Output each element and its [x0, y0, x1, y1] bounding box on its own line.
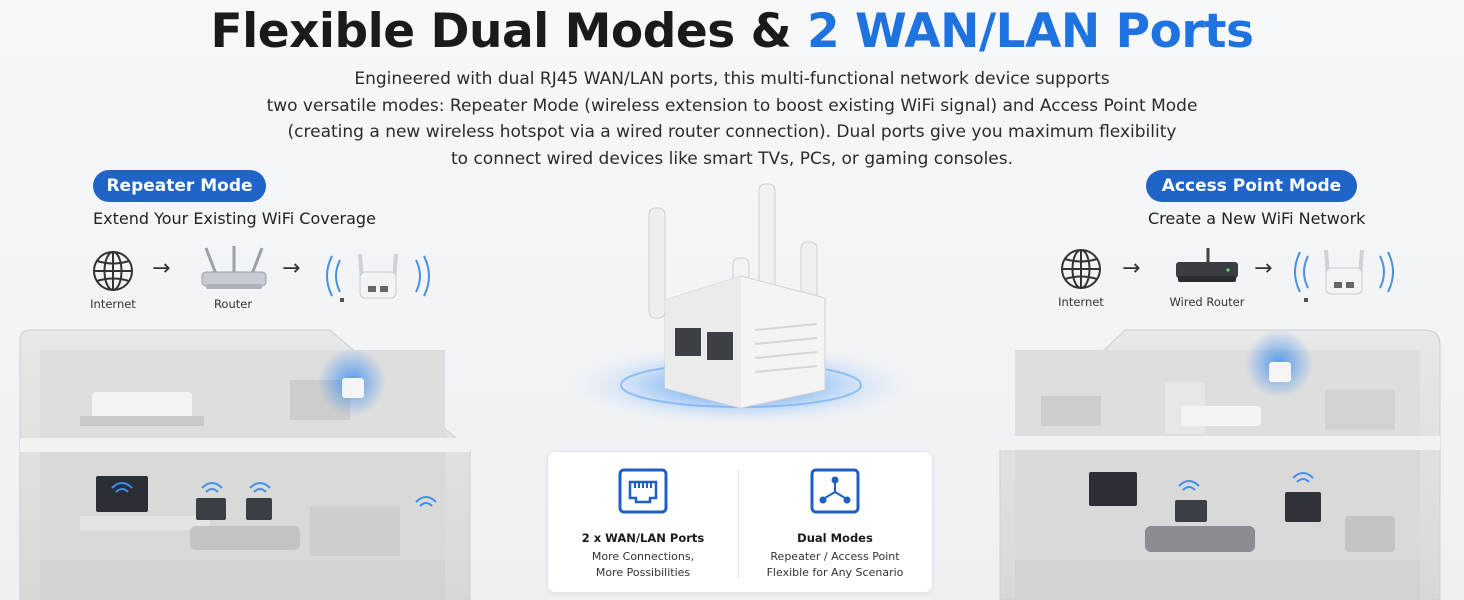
access-point-mode-pill: Access Point Mode [1146, 170, 1357, 202]
arrow-right-icon: → [1122, 256, 1141, 281]
intro-line: Engineered with dual RJ45 WAN/LAN ports,… [354, 69, 1110, 89]
flow-label-router: Router [213, 297, 253, 311]
house-cutaway-access-point [999, 329, 1441, 600]
network-nodes-icon [810, 468, 860, 514]
repeater-subtitle: Extend Your Existing WiFi Coverage [93, 209, 376, 228]
title-main: Flexible Dual Modes & [210, 4, 807, 59]
feature-box: 2 x WAN/LAN Ports More Connections, More… [547, 451, 933, 593]
ethernet-port-icon [618, 468, 668, 514]
repeater-mode-pill: Repeater Mode [93, 170, 266, 202]
feature-title: 2 x WAN/LAN Ports [581, 531, 705, 545]
flow-label-internet: Internet [90, 297, 136, 311]
arrow-right-icon: → [1254, 256, 1273, 281]
extender-wifi-icon [326, 253, 430, 302]
feature-divider [738, 470, 739, 578]
feature-ports: 2 x WAN/LAN Ports More Connections, More… [548, 468, 738, 581]
feature-desc: More Connections, [591, 550, 695, 563]
extender-wifi-icon [1294, 249, 1394, 302]
arrow-right-icon: → [282, 256, 301, 281]
intro-line: two versatile modes: Repeater Mode (wire… [266, 95, 1198, 116]
house-cutaway-repeater [19, 329, 471, 600]
page-title: Flexible Dual Modes & 2 WAN/LAN Ports [0, 4, 1464, 59]
router-icon [201, 246, 267, 289]
feature-modes: Dual Modes Repeater / Access Point Flexi… [740, 468, 930, 581]
flow-label-internet: Internet [1058, 295, 1104, 309]
extender-device-image [571, 183, 911, 425]
feature-title: Dual Modes [797, 531, 873, 545]
feature-desc: Repeater / Access Point [770, 550, 900, 563]
globe-icon [93, 251, 133, 291]
intro-paragraph: Engineered with dual RJ45 WAN/LAN ports,… [232, 66, 1232, 172]
feature-desc: More Possibilities [595, 566, 691, 579]
flow-label-wired-router: Wired Router [1169, 295, 1245, 309]
intro-line: (creating a new wireless hotspot via a w… [287, 122, 1177, 142]
wired-router-icon [1176, 248, 1238, 282]
globe-icon [1061, 249, 1101, 289]
feature-desc: Flexible for Any Scenario [766, 566, 904, 579]
arrow-right-icon: → [152, 256, 171, 281]
title-accent: 2 WAN/LAN Ports [806, 4, 1254, 59]
access-point-subtitle: Create a New WiFi Network [1148, 209, 1366, 228]
intro-line: to connect wired devices like smart TVs,… [450, 148, 1014, 169]
